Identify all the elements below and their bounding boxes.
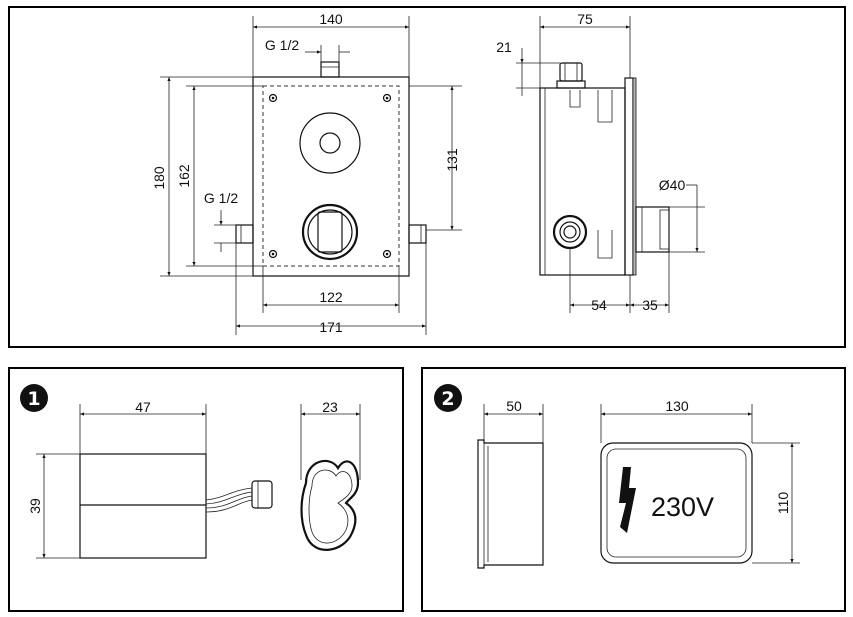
dim-width-top: 140 [319, 11, 343, 27]
dim-pipe-height: 21 [496, 39, 512, 55]
dim-flange: 35 [642, 297, 658, 313]
dim-inlet-side: G 1/2 [204, 190, 238, 206]
dim-offset: 54 [591, 297, 607, 313]
dim-battery-height: 39 [27, 498, 43, 514]
dim-box-width: 130 [665, 398, 689, 414]
badge-1-label: 1 [27, 388, 40, 410]
dim-width-total: 171 [319, 319, 343, 335]
badge-2-label: 2 [441, 388, 454, 410]
dim-depth: 75 [577, 11, 593, 27]
dim-height-inner: 162 [176, 164, 192, 188]
voltage-label: 230V [651, 492, 714, 522]
dim-battery-width: 47 [135, 399, 151, 415]
main-drawing-panel [8, 6, 846, 348]
dim-width-inner: 122 [319, 289, 343, 305]
dim-height-outer: 180 [151, 166, 167, 190]
dim-box-depth: 50 [506, 398, 522, 414]
screw-icon [268, 93, 392, 259]
dim-box-height: 110 [775, 492, 791, 515]
badge-1-icon [20, 384, 48, 412]
front-view: 140 G 1/2 180 162 131 G 1/2 122 171 [151, 11, 462, 335]
dim-height-right: 131 [444, 148, 460, 172]
component-2-drawing: 2 230V 50 130 110 [434, 384, 800, 569]
component-1-drawing: 1 47 39 23 [20, 384, 361, 559]
dim-battery-side: 23 [322, 399, 338, 415]
dim-inlet-top: G 1/2 [265, 37, 299, 53]
dim-diameter: Ø40 [659, 177, 686, 193]
side-view: 75 21 Ø40 54 35 [496, 11, 705, 313]
lightning-icon [619, 467, 636, 533]
badge-2-icon [434, 384, 462, 412]
